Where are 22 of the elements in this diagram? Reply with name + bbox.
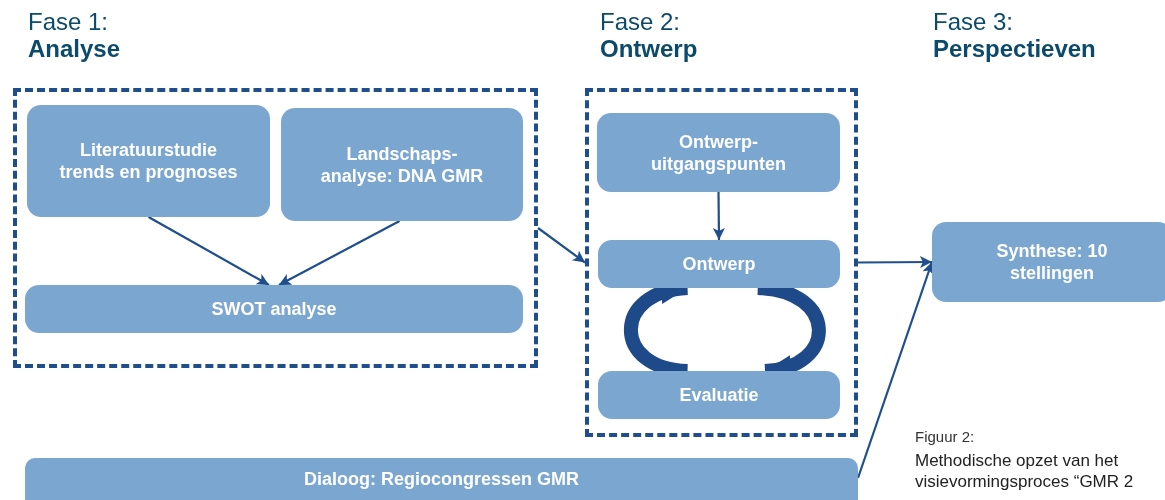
phase-number: Fase 3: <box>933 8 1014 35</box>
arrow <box>537 227 586 264</box>
figure-caption: Methodische opzet van het visievormingsproces “GMR 2 <box>915 450 1135 492</box>
process-box: Dialoog: Regiocongressen GMR <box>25 458 858 500</box>
phase-title: Perspectieven <box>933 35 1096 62</box>
process-box: Ontwerp <box>598 240 840 288</box>
process-box: SWOT analyse <box>25 285 523 333</box>
process-box: Synthese: 10 stellingen <box>932 222 1165 302</box>
arrow <box>858 256 932 269</box>
arrow <box>856 261 934 479</box>
phase-title: Ontwerp <box>600 35 698 62</box>
process-box: Ontwerp- uitgangspunten <box>597 113 840 192</box>
arrow <box>712 192 725 240</box>
arrow <box>278 220 401 286</box>
process-box: Landschaps- analyse: DNA GMR <box>281 108 523 221</box>
phase-number: Fase 2: <box>600 8 681 35</box>
figure-number: Figuur 2: <box>915 427 975 447</box>
process-box: Literatuurstudie trends en prognoses <box>27 105 270 217</box>
phase-number: Fase 1: <box>28 8 109 35</box>
phase-title: Analyse <box>28 35 121 62</box>
process-box: Evaluatie <box>598 371 840 419</box>
arrow <box>147 216 270 286</box>
